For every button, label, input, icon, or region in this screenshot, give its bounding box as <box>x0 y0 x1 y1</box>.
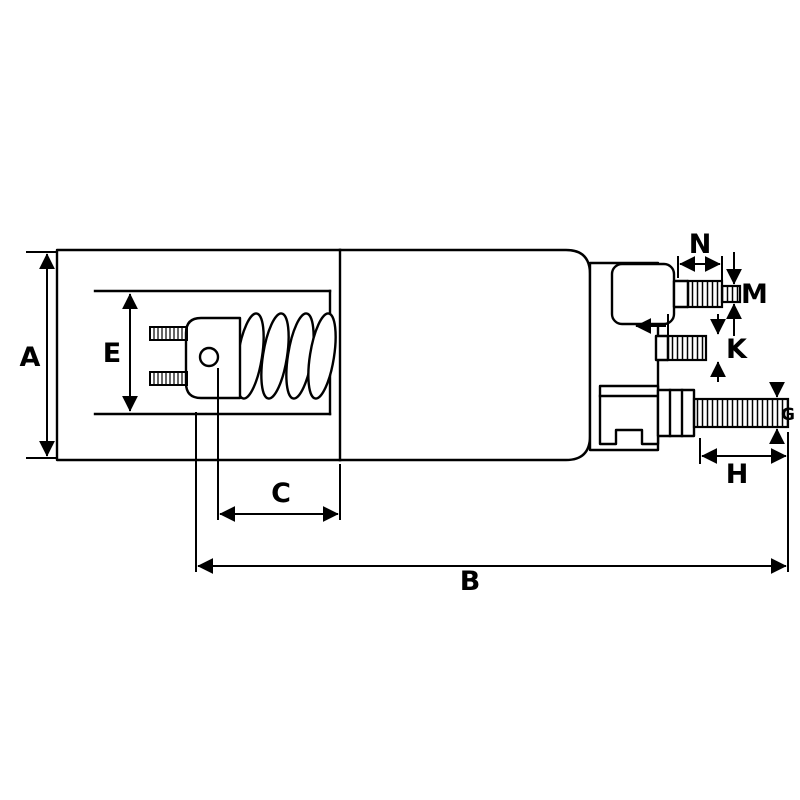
dimension-A: A <box>20 251 58 459</box>
terminal-pin-top <box>149 326 188 341</box>
stud-thread <box>666 334 708 362</box>
terminal-stud-bottom <box>656 388 790 438</box>
dimension-M: M <box>726 252 768 336</box>
plunger <box>149 316 242 400</box>
main-cylinder-outline <box>338 248 592 462</box>
plunger-body <box>184 316 242 400</box>
left-housing-outline <box>55 248 342 462</box>
dimension-C: C <box>217 368 341 522</box>
dimension-H: H <box>699 438 787 490</box>
dimension-B-label: B <box>460 566 481 597</box>
dimension-M-label: M <box>741 279 768 310</box>
dimension-E-label: E <box>103 338 121 369</box>
dimension-N: N <box>677 229 723 283</box>
stud-shoulder <box>672 279 690 309</box>
dimension-K-label: K <box>726 334 748 365</box>
dimension-E: E <box>103 293 138 412</box>
terminal-stud-middle <box>635 314 708 362</box>
dimension-C-label: C <box>271 478 291 509</box>
dimension-K: K <box>710 314 748 382</box>
dimension-G: G <box>769 381 795 445</box>
stud-thread <box>692 397 790 429</box>
terminal-stud-top <box>672 279 742 309</box>
plunger-pivot-hole <box>198 346 220 368</box>
stud-shoulder <box>654 334 670 362</box>
dimension-B: B <box>195 412 789 597</box>
dimension-A-label: A <box>20 342 41 373</box>
spring-coil <box>235 312 337 400</box>
dimension-G-label: G <box>781 405 795 425</box>
terminal-pin-bottom <box>149 371 188 386</box>
dimension-H-label: H <box>726 459 749 490</box>
dimension-N-label: N <box>689 229 712 260</box>
stud-thread <box>686 279 724 309</box>
spring-loop <box>307 312 337 400</box>
top-terminal-block <box>610 262 676 326</box>
stud-nut <box>656 388 696 438</box>
stud-tip <box>720 284 742 304</box>
